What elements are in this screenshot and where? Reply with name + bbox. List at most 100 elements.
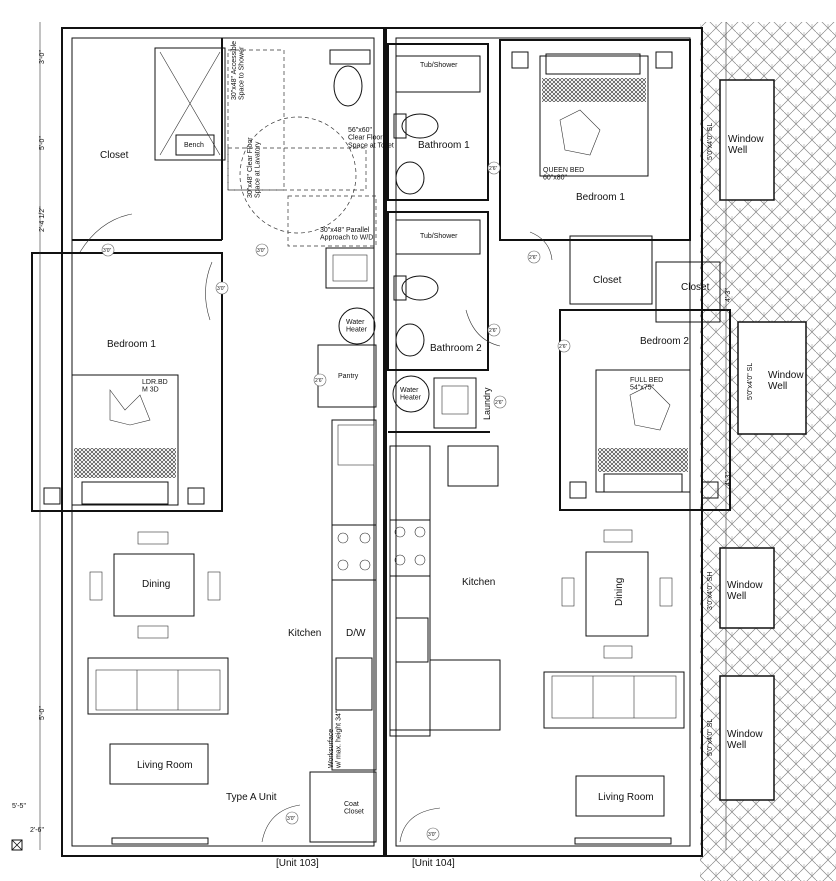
dim-label-3: 2'-4 1/2" bbox=[39, 206, 46, 232]
washer-104 bbox=[433, 377, 477, 429]
stove-104-icon bbox=[389, 519, 431, 577]
room-living-103: Living Room bbox=[137, 760, 193, 771]
bench-103 bbox=[175, 134, 215, 156]
label-tub1-104: Tub/Shower bbox=[420, 62, 458, 69]
label-tub2-104: Tub/Shower bbox=[420, 233, 458, 240]
exterior-hatch-left-strip bbox=[0, 0, 22, 881]
door-tag: 2'6" bbox=[557, 339, 571, 353]
sofa-103 bbox=[87, 657, 229, 715]
window-well-1 bbox=[719, 79, 775, 201]
door-swing-103-a bbox=[79, 213, 133, 253]
room-pantry-103: Pantry bbox=[338, 373, 359, 380]
svg-text:3'0": 3'0" bbox=[257, 248, 266, 254]
sink-104 bbox=[395, 617, 429, 663]
tub2-104 bbox=[395, 219, 481, 255]
room-laundry-104: Laundry bbox=[482, 387, 492, 420]
toilet-104a-icon bbox=[393, 113, 439, 139]
door-swing-104-b bbox=[465, 309, 501, 347]
shower-103 bbox=[154, 47, 226, 161]
window-tag-2: 5'0"x4'0" SL bbox=[747, 363, 754, 400]
toilet-103-icon bbox=[329, 49, 371, 107]
svg-text:3'0": 3'0" bbox=[103, 248, 112, 254]
fridge-104 bbox=[447, 445, 499, 487]
svg-text:2'6": 2'6" bbox=[489, 328, 498, 334]
dimension-labels: 3'-0" 5'-0" 2'-4 1/2" 4'-3" 5'-0" 5'-5" … bbox=[12, 50, 732, 834]
room-bedroom2-104: Bedroom 2 bbox=[640, 336, 689, 347]
dim-label-8: 4'-3" bbox=[725, 472, 732, 486]
dim-label-7: 2'-6" bbox=[30, 827, 44, 834]
sink-104b bbox=[395, 323, 425, 357]
door-swing-103-c bbox=[261, 804, 301, 843]
dim-label-6: 5'-5" bbox=[12, 803, 26, 810]
water-heater-103-icon bbox=[338, 307, 376, 345]
note-shower-space: 30"x48" AccessibleSpace to Shower bbox=[231, 41, 246, 100]
svg-text:2'6": 2'6" bbox=[495, 400, 504, 406]
svg-text:3'0": 3'0" bbox=[287, 816, 296, 822]
washer-103 bbox=[325, 247, 375, 289]
window-tag-4: 5'0"x4'0" SL bbox=[707, 719, 714, 756]
door-tags: 3'0" 3'0" 3'0" 2'6" 3'0" 2'6" 2'6" 2'6" … bbox=[101, 161, 571, 841]
bath2-104 bbox=[387, 211, 489, 371]
room-bedroom-103: Bedroom 1 bbox=[107, 339, 156, 350]
door-tag: 2'6" bbox=[527, 250, 541, 264]
bed-104b-icon bbox=[595, 369, 691, 493]
tv-stand-103 bbox=[109, 743, 209, 785]
sink-103 bbox=[335, 657, 373, 711]
closet1-104 bbox=[569, 235, 653, 305]
room-dining-104: Dining bbox=[614, 578, 625, 606]
door-swing-103-b bbox=[205, 261, 213, 321]
room-kitchen-104: Kitchen bbox=[462, 577, 495, 588]
window-well-2 bbox=[737, 321, 807, 435]
outer-wall-104-inner bbox=[395, 37, 691, 847]
dim-label-5: 5'-0" bbox=[39, 706, 46, 720]
note-lav-clear: 30"x48" Clear FloorSpace at Lavatory bbox=[247, 137, 262, 198]
sink-104a bbox=[395, 161, 425, 195]
bed-103-icon bbox=[71, 374, 179, 506]
turning-circle-103 bbox=[239, 116, 357, 234]
svg-text:2'6": 2'6" bbox=[315, 378, 324, 384]
door-tag: 3'0" bbox=[215, 281, 229, 295]
window-tag-3: 3'0"x4'0" SH bbox=[707, 572, 714, 610]
svg-text:2'6": 2'6" bbox=[529, 255, 538, 261]
room-bath1-104: Bathroom 1 bbox=[418, 140, 470, 151]
room-living-104: Living Room bbox=[598, 792, 654, 803]
bedroom1-104-walls bbox=[499, 39, 691, 241]
room-closet2-104: Closet bbox=[681, 282, 710, 293]
dim-label-1: 3'-0" bbox=[39, 50, 46, 64]
entry-threshold-104 bbox=[574, 837, 672, 845]
room-kitchen-103: Kitchen bbox=[288, 628, 321, 639]
window-well-3 bbox=[719, 547, 775, 629]
door-tag: 2'6" bbox=[487, 323, 501, 337]
counter-104 bbox=[389, 445, 431, 737]
door-tag: 2'6" bbox=[487, 161, 501, 175]
bedroom2-104-walls bbox=[559, 309, 731, 511]
outer-wall-104 bbox=[385, 27, 703, 857]
coat-closet-103 bbox=[309, 771, 377, 843]
door-tag: 3'0" bbox=[426, 827, 440, 841]
sofa-104 bbox=[543, 671, 685, 729]
labels-unit-104: Tub/Shower Tub/Shower Bathroom 1 Bathroo… bbox=[400, 62, 710, 803]
stove-103-icon bbox=[331, 524, 377, 581]
unit-label-104: [Unit 104] bbox=[412, 858, 455, 869]
section-marker bbox=[11, 839, 23, 851]
door-swing-104-c bbox=[529, 231, 553, 261]
room-closet-103: Closet bbox=[100, 150, 129, 161]
door-tag: 3'0" bbox=[101, 243, 115, 257]
svg-text:3'0": 3'0" bbox=[217, 286, 226, 292]
bed-104a-icon bbox=[539, 53, 649, 177]
door-tag: 2'6" bbox=[313, 373, 327, 387]
